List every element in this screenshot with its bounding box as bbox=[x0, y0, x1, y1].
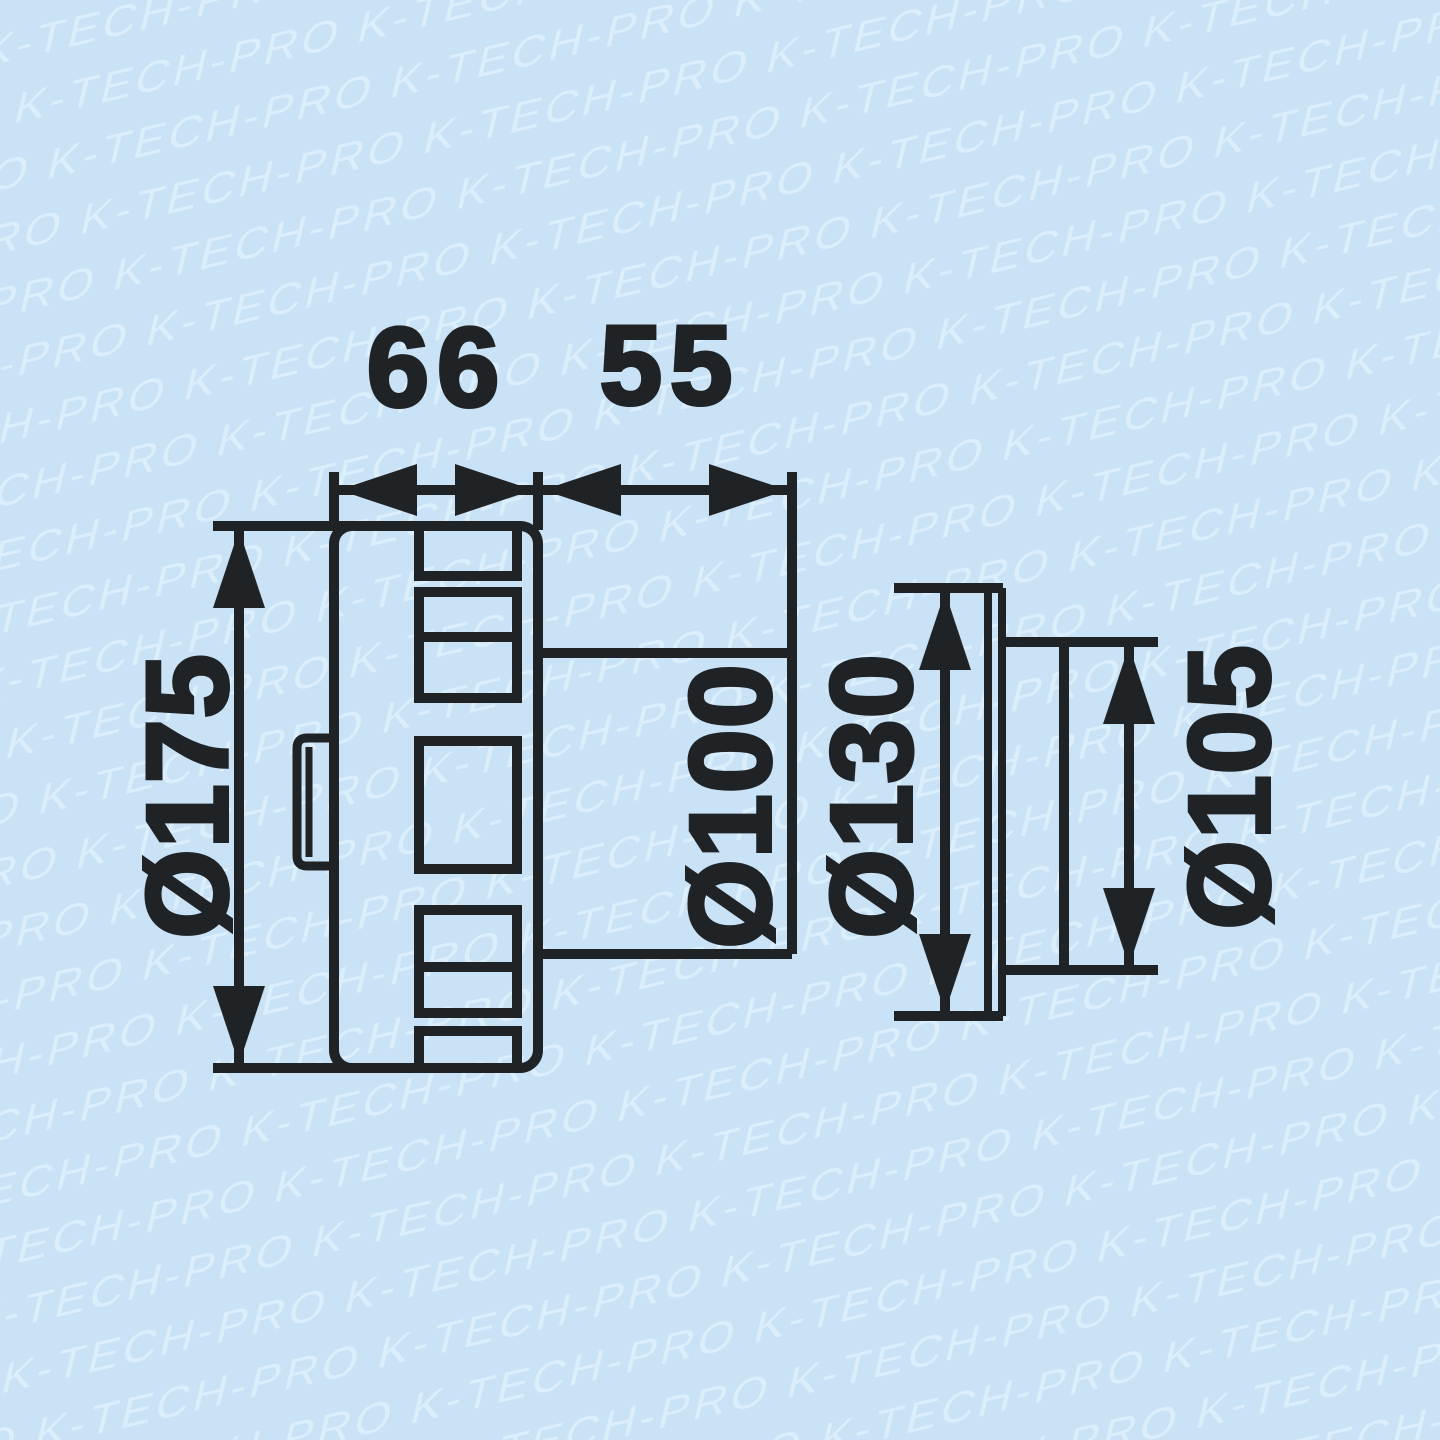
svg-text:55: 55 bbox=[600, 303, 741, 428]
svg-text:Ø100: Ø100 bbox=[667, 663, 795, 948]
svg-text:66: 66 bbox=[367, 305, 508, 430]
svg-text:Ø130: Ø130 bbox=[808, 653, 936, 938]
svg-text:Ø105: Ø105 bbox=[1166, 644, 1294, 929]
svg-text:Ø175: Ø175 bbox=[124, 653, 252, 938]
